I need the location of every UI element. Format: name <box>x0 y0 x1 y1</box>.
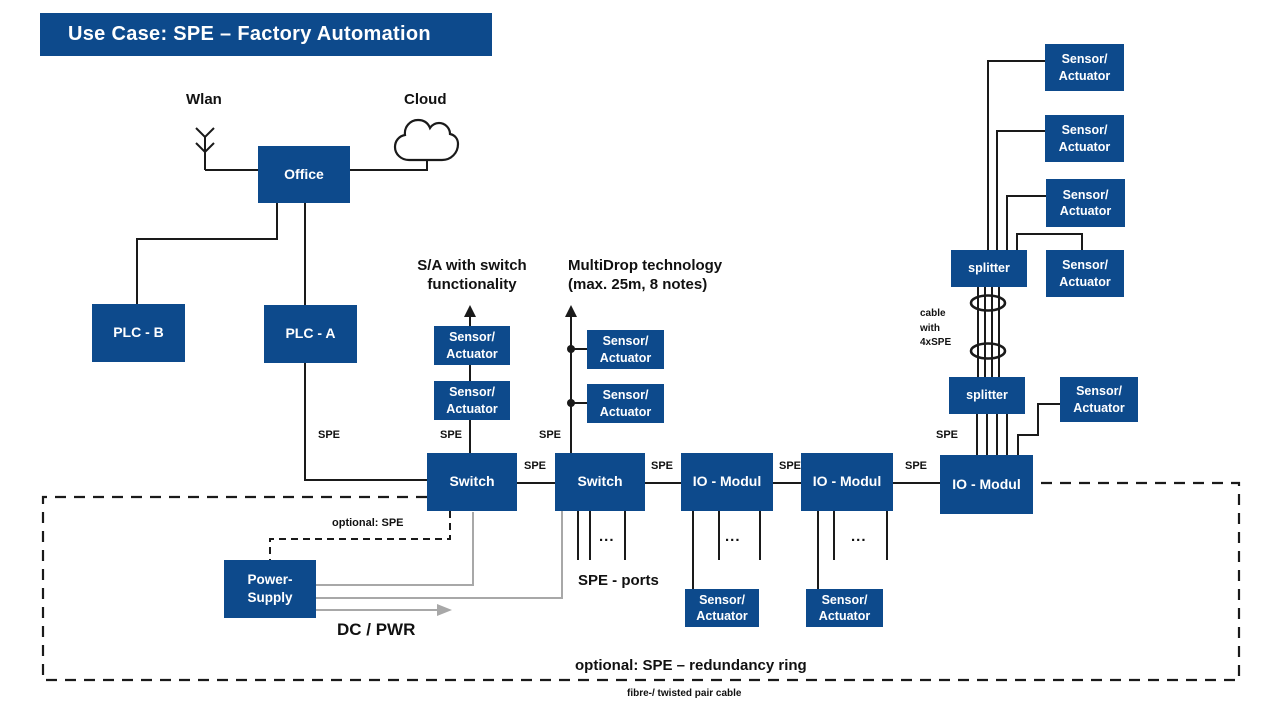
office-node: Office <box>258 146 350 203</box>
sensor-actuator-node: Sensor/ Actuator <box>806 589 883 627</box>
sensor-actuator-node: Sensor/ Actuator <box>1046 179 1125 227</box>
office-plc-links <box>136 203 427 481</box>
optional-spe-label: optional: SPE <box>332 517 404 529</box>
cable-bundle-links <box>976 287 1008 455</box>
spe-ports-label: SPE - ports <box>578 572 659 589</box>
redundancy-ring-dashed <box>41 481 1241 682</box>
sa-switch-note: S/A with switch functionality <box>417 257 527 293</box>
dc-pwr-arrow-icon <box>437 604 452 616</box>
splitter-2-node: splitter <box>949 377 1025 414</box>
ellipsis-label: ... <box>851 528 867 545</box>
fibre-cable-label: fibre-/ twisted pair cable <box>627 688 742 699</box>
splitter-fanout-links <box>987 60 1083 250</box>
io-modul-1-node: IO - Modul <box>681 453 773 511</box>
cloud-label: Cloud <box>404 91 447 108</box>
optional-spe-dashed-link <box>269 511 451 560</box>
spe-label: SPE <box>779 460 802 472</box>
cable-4xspe-label: cable with 4xSPE <box>920 308 952 348</box>
spe-label: SPE <box>440 429 463 441</box>
splitter-1-node: splitter <box>951 250 1027 287</box>
switch-1-node: Switch <box>427 453 517 511</box>
io-modul-3-node: IO - Modul <box>940 455 1033 514</box>
sensor-actuator-node: Sensor/ Actuator <box>1045 115 1124 162</box>
redundancy-ring-label: optional: SPE – redundancy ring <box>575 657 807 674</box>
spe-port-stubs <box>577 511 888 589</box>
up-arrow-icon <box>565 305 577 317</box>
page-title: Use Case: SPE – Factory Automation <box>40 13 492 56</box>
ellipsis-label: ... <box>599 528 615 545</box>
multidrop-tap-dot-icon <box>567 399 575 407</box>
multidrop-links <box>570 313 587 453</box>
multidrop-tap-dot-icon <box>567 345 575 353</box>
spe-label: SPE <box>318 429 341 441</box>
plc-a-node: PLC - A <box>264 305 357 363</box>
switch-2-node: Switch <box>555 453 645 511</box>
plc-b-node: PLC - B <box>92 304 185 362</box>
sensor-actuator-node: Sensor/ Actuator <box>587 330 664 369</box>
sensor-actuator-node: Sensor/ Actuator <box>434 381 510 420</box>
sensor-actuator-node: Sensor/ Actuator <box>1046 250 1124 297</box>
cable-ring-icon <box>969 342 1007 360</box>
spe-label: SPE <box>651 460 674 472</box>
sa-to-io3-link <box>1017 403 1060 455</box>
cloud-icon <box>350 118 460 171</box>
sensor-actuator-node: Sensor/ Actuator <box>1060 377 1138 422</box>
multidrop-note: MultiDrop technology (max. 25m, 8 notes) <box>568 257 723 293</box>
sensor-actuator-node: Sensor/ Actuator <box>1045 44 1124 91</box>
spe-label: SPE <box>524 460 547 472</box>
sensor-actuator-node: Sensor/ Actuator <box>685 589 759 627</box>
wlan-label: Wlan <box>186 91 222 108</box>
power-links <box>316 511 563 611</box>
up-arrow-icon <box>464 305 476 317</box>
cable-ring-icon <box>969 294 1007 312</box>
spe-label: SPE <box>905 460 928 472</box>
power-supply-node: Power- Supply <box>224 560 316 618</box>
dc-pwr-label: DC / PWR <box>337 620 416 639</box>
io-modul-2-node: IO - Modul <box>801 453 893 511</box>
sensor-actuator-node: Sensor/ Actuator <box>434 326 510 365</box>
ellipsis-label: ... <box>725 528 741 545</box>
spe-label: SPE <box>539 429 562 441</box>
wlan-antenna-icon <box>195 127 258 171</box>
spe-label: SPE <box>936 429 959 441</box>
sensor-actuator-node: Sensor/ Actuator <box>587 384 664 423</box>
